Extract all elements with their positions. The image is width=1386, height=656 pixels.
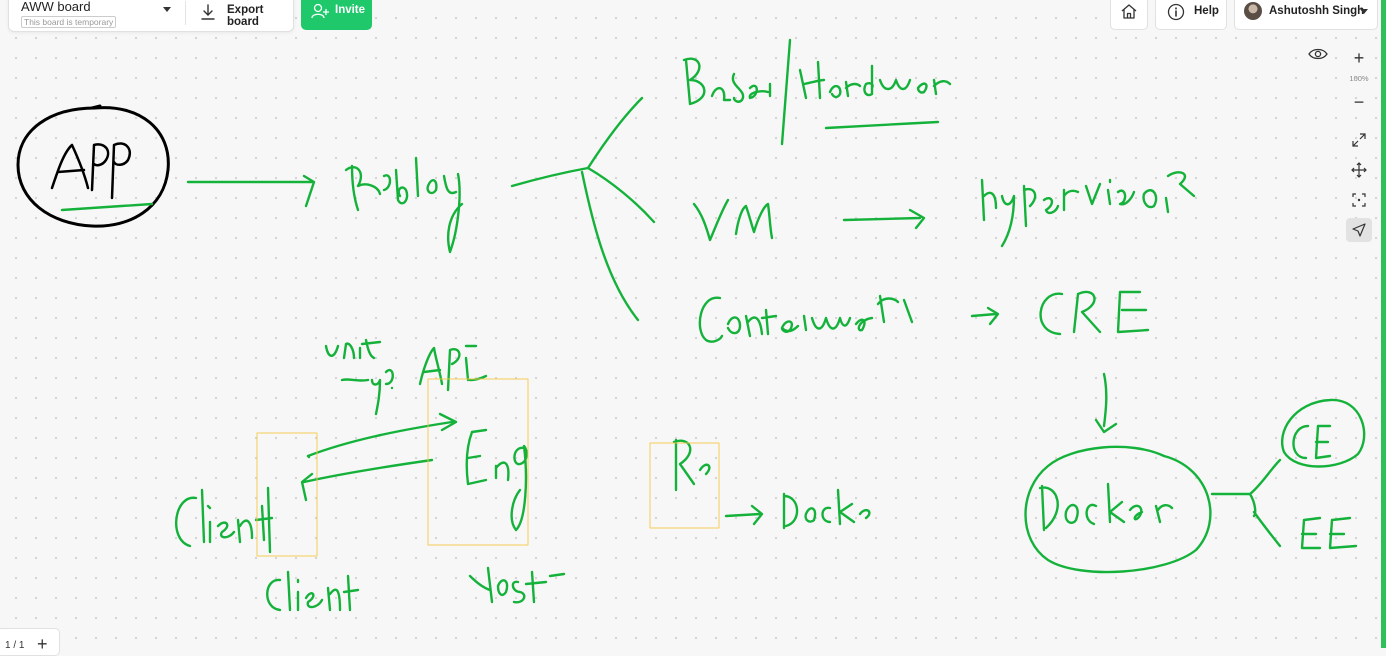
branch-up	[586, 96, 644, 170]
client-text	[175, 486, 274, 554]
home-button[interactable]	[1110, 0, 1148, 30]
container-text	[698, 294, 914, 343]
divider	[185, 1, 186, 25]
board-temporary-badge: This board is temporary	[21, 16, 117, 28]
eye-icon[interactable]	[1308, 47, 1328, 61]
home-icon	[1121, 4, 1137, 19]
host-text	[468, 566, 566, 604]
page-navigator: 1 / 1 +	[0, 628, 60, 656]
chevron-down-icon[interactable]	[163, 7, 171, 12]
focus-button[interactable]	[1346, 188, 1372, 212]
export-board-label: Export board	[227, 4, 264, 28]
app-underline	[60, 202, 154, 212]
dockerhub-text	[782, 488, 871, 530]
pointer-tool-button[interactable]	[1346, 218, 1372, 242]
zoom-in-button[interactable]: +	[1353, 47, 1365, 68]
registry-text	[672, 438, 711, 492]
bare-hardware-text	[682, 38, 952, 146]
hypervisor-text	[980, 171, 1196, 248]
help-label: Help	[1194, 5, 1219, 17]
arrow-app-deploy	[186, 174, 316, 208]
docker-ellipse	[1024, 445, 1212, 574]
docker-branch	[1210, 458, 1282, 548]
docker-text	[1038, 482, 1174, 532]
deploy-text	[344, 156, 464, 254]
chevron-down-icon	[1360, 9, 1368, 14]
eng-frame	[427, 378, 529, 546]
registry-frame	[649, 442, 720, 529]
move-icon	[1351, 162, 1367, 178]
user-name: Ashutoshh Singh	[1269, 5, 1365, 17]
branch-root	[510, 166, 590, 188]
app-text	[50, 142, 131, 200]
app-ellipse	[16, 104, 170, 228]
scrollbar[interactable]	[1381, 0, 1386, 648]
zoom-toolbar: + 100% −	[1343, 40, 1375, 250]
unit-up-text	[324, 338, 394, 416]
export-board-button[interactable]: Export board	[195, 0, 289, 28]
arrow-cre-docker	[1094, 372, 1118, 434]
focus-icon	[1352, 193, 1366, 207]
branch-mid	[586, 166, 656, 224]
dot	[306, 454, 311, 459]
arrow-vm-hypervisor	[842, 208, 926, 230]
expand-icon	[1352, 133, 1366, 147]
arrow-container-cre	[970, 306, 1000, 326]
pointer-icon	[1352, 223, 1366, 237]
zoom-level: 100%	[1349, 74, 1369, 83]
zoom-out-button[interactable]: −	[1353, 91, 1365, 112]
ce-text	[1292, 424, 1332, 460]
page-indicator: 1 / 1	[5, 640, 25, 651]
user-menu[interactable]: Ashutoshh Singh	[1234, 0, 1378, 30]
avatar	[1244, 2, 1262, 20]
ce-ellipse	[1281, 398, 1366, 468]
move-button[interactable]	[1346, 158, 1372, 182]
arrow-registry-dockerhub	[724, 504, 764, 526]
expand-button[interactable]	[1346, 128, 1372, 152]
api-text	[418, 344, 488, 392]
arrow-client-to-api	[306, 412, 458, 458]
download-icon	[201, 4, 215, 20]
ee-text	[1300, 516, 1358, 550]
vm-text	[692, 198, 774, 242]
client-label-text	[266, 570, 360, 612]
info-icon	[1167, 3, 1185, 21]
help-button[interactable]: Help	[1155, 0, 1227, 30]
branch-down	[580, 170, 640, 322]
board-title[interactable]: AWW board	[21, 0, 91, 14]
cre-text	[1039, 290, 1150, 336]
invite-button[interactable]: Invite	[301, 0, 372, 30]
hardware-underline	[824, 120, 940, 130]
add-page-button[interactable]: +	[37, 634, 48, 654]
client-frame	[256, 432, 318, 557]
arrow-eng-to-client	[300, 458, 434, 502]
add-user-icon	[311, 3, 329, 19]
eng-text	[465, 428, 528, 532]
board-header: AWW board This board is temporary Export…	[8, 0, 294, 32]
invite-label: Invite	[335, 4, 366, 16]
